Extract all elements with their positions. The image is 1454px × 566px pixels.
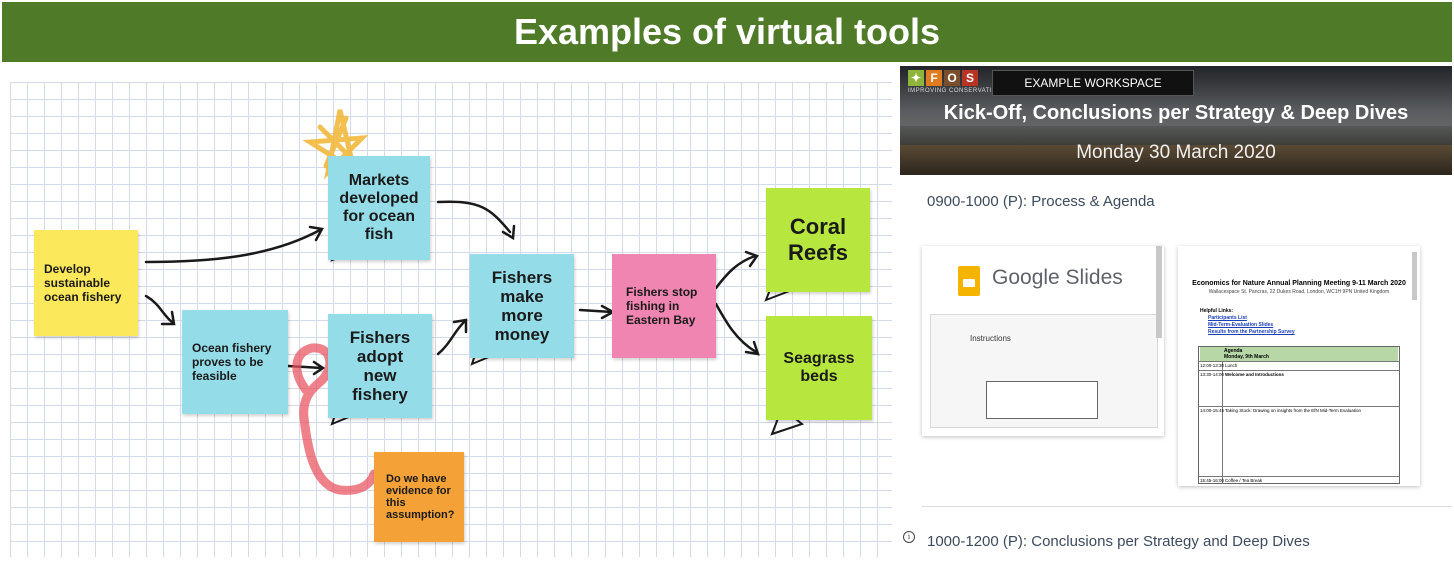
page-banner: Examples of virtual tools: [2, 2, 1452, 62]
note-stop[interactable]: Fishers stop fishing in Eastern Bay: [612, 254, 716, 358]
note-seagrass[interactable]: Seagrass beds: [766, 316, 872, 420]
section-process-agenda[interactable]: 0900-1000 (P): Process & Agenda: [927, 193, 1155, 210]
agenda-row-line: [1198, 361, 1400, 362]
workspace-title: Kick-Off, Conclusions per Strategy & Dee…: [943, 102, 1409, 124]
doc-link-participants[interactable]: Participants List: [1208, 315, 1247, 321]
doc-scrollbar[interactable]: [1412, 252, 1417, 300]
note-coral-text: Coral Reefs: [788, 214, 848, 265]
logo-letter-f: F: [926, 70, 942, 86]
doc-address: Wallacespace St. Pancras, 22 Dukes Road,…: [1208, 289, 1390, 295]
agenda-row-time: 14:00-15:45: [1200, 408, 1225, 413]
note-evidence[interactable]: Do we have evidence for this assumption?: [374, 452, 464, 542]
header-ground: [900, 145, 1452, 175]
fos-logo: ✦ F O S: [908, 70, 978, 86]
note-proves[interactable]: Ocean fishery proves to be feasible: [182, 310, 288, 414]
agenda-row-line: [1198, 370, 1400, 371]
agenda-column-divider: [1222, 361, 1223, 484]
logo-subtitle: IMPROVING CONSERVATION: [908, 88, 1003, 94]
agenda-header: Agenda Monday, 9th March: [1200, 347, 1398, 361]
arrow-adopt-money: [436, 320, 466, 356]
arrow-money-stop: [578, 308, 614, 314]
slide-diagram-thumbnail: [986, 381, 1098, 419]
agenda-row-line: [1198, 476, 1400, 477]
section-conclusions[interactable]: 1000-1200 (P): Conclusions per Strategy …: [927, 533, 1310, 550]
agenda-row-time: 15:45-16:00: [1200, 478, 1225, 483]
doc-link-mte-slides[interactable]: Mid-Term-Evaluation Slides: [1208, 322, 1274, 328]
workspace-header: ✦ F O S IMPROVING CONSERVATION EXAMPLE W…: [900, 66, 1452, 175]
note-develop[interactable]: Develop sustainable ocean fishery: [34, 230, 138, 336]
agenda-row-item: Lunch: [1225, 363, 1238, 368]
arrow-develop-markets: [144, 228, 322, 264]
note-coral[interactable]: Coral Reefs: [766, 188, 870, 292]
doc-title: Economics for Nature Annual Planning Mee…: [1192, 280, 1406, 287]
example-workspace-tab[interactable]: EXAMPLE WORKSPACE: [992, 70, 1194, 96]
note-adopt[interactable]: Fishers adopt new fishery: [328, 314, 432, 418]
google-slides-icon: [958, 266, 980, 296]
note-markets[interactable]: Markets developed for ocean fish: [328, 156, 430, 260]
note-stop-text: Fishers stop fishing in Eastern Bay: [626, 285, 698, 327]
logo-letter-o: O: [944, 70, 960, 86]
note-money-text: Fishers make more money: [491, 268, 553, 344]
note-proves-text: Ocean fishery proves to be feasible: [192, 341, 272, 383]
banner-title: Examples of virtual tools: [513, 11, 941, 52]
note-evidence-text: Do we have evidence for this assumption?: [386, 473, 455, 521]
note-develop-text: Develop sustainable ocean fishery: [44, 262, 122, 304]
slide-heading: Instructions: [970, 334, 1011, 343]
arrow-stop-seagrass: [714, 302, 758, 354]
agenda-row-time: 13:30-14:00: [1200, 372, 1225, 377]
arrow-stop-coral: [714, 254, 757, 290]
agenda-day: Monday, 9th March: [1224, 354, 1269, 360]
info-icon[interactable]: i: [903, 531, 915, 543]
arrow-markets-money: [436, 200, 512, 234]
arrows: [144, 200, 760, 376]
agenda-row-time: 12:00-13:30: [1200, 363, 1225, 368]
google-slides-brand: Google Slides: [992, 266, 1123, 289]
workspace-date: Monday 30 March 2020: [1076, 142, 1276, 163]
doc-link-survey[interactable]: Results from the Partnership Survey: [1208, 329, 1295, 335]
agenda-row-item: Taking Stock: Drawing on insights from t…: [1225, 408, 1362, 413]
doc-helpful-links: Helpful Links:: [1200, 308, 1234, 314]
section-divider: [922, 506, 1452, 507]
agenda-title: Agenda: [1224, 348, 1243, 354]
agenda-row-item: Welcome and Introductions: [1225, 372, 1284, 377]
logo-letter-s: S: [962, 70, 978, 86]
whiteboard[interactable]: Develop sustainable ocean fishery Ocean …: [10, 82, 892, 557]
slides-scrollbar[interactable]: [1156, 246, 1162, 338]
google-slides-card[interactable]: Google Slides Instructions: [922, 246, 1164, 436]
example-workspace: ✦ F O S IMPROVING CONSERVATION EXAMPLE W…: [900, 66, 1452, 562]
agenda-row-item: Coffee / Tea Break: [1225, 478, 1263, 483]
note-adopt-text: Fishers adopt new fishery: [349, 328, 411, 404]
note-seagrass-text: Seagrass beds: [783, 350, 855, 385]
red-marker-loop: [292, 343, 379, 495]
note-markets-text: Markets developed for ocean fish: [339, 172, 419, 243]
agenda-document-card[interactable]: Economics for Nature Annual Planning Mee…: [1178, 246, 1420, 486]
logo-leaf-icon: ✦: [908, 70, 924, 86]
note-money[interactable]: Fishers make more money: [470, 254, 574, 358]
arrow-develop-proves: [144, 294, 174, 324]
agenda-table: [1198, 346, 1400, 484]
agenda-row-line: [1198, 406, 1400, 407]
